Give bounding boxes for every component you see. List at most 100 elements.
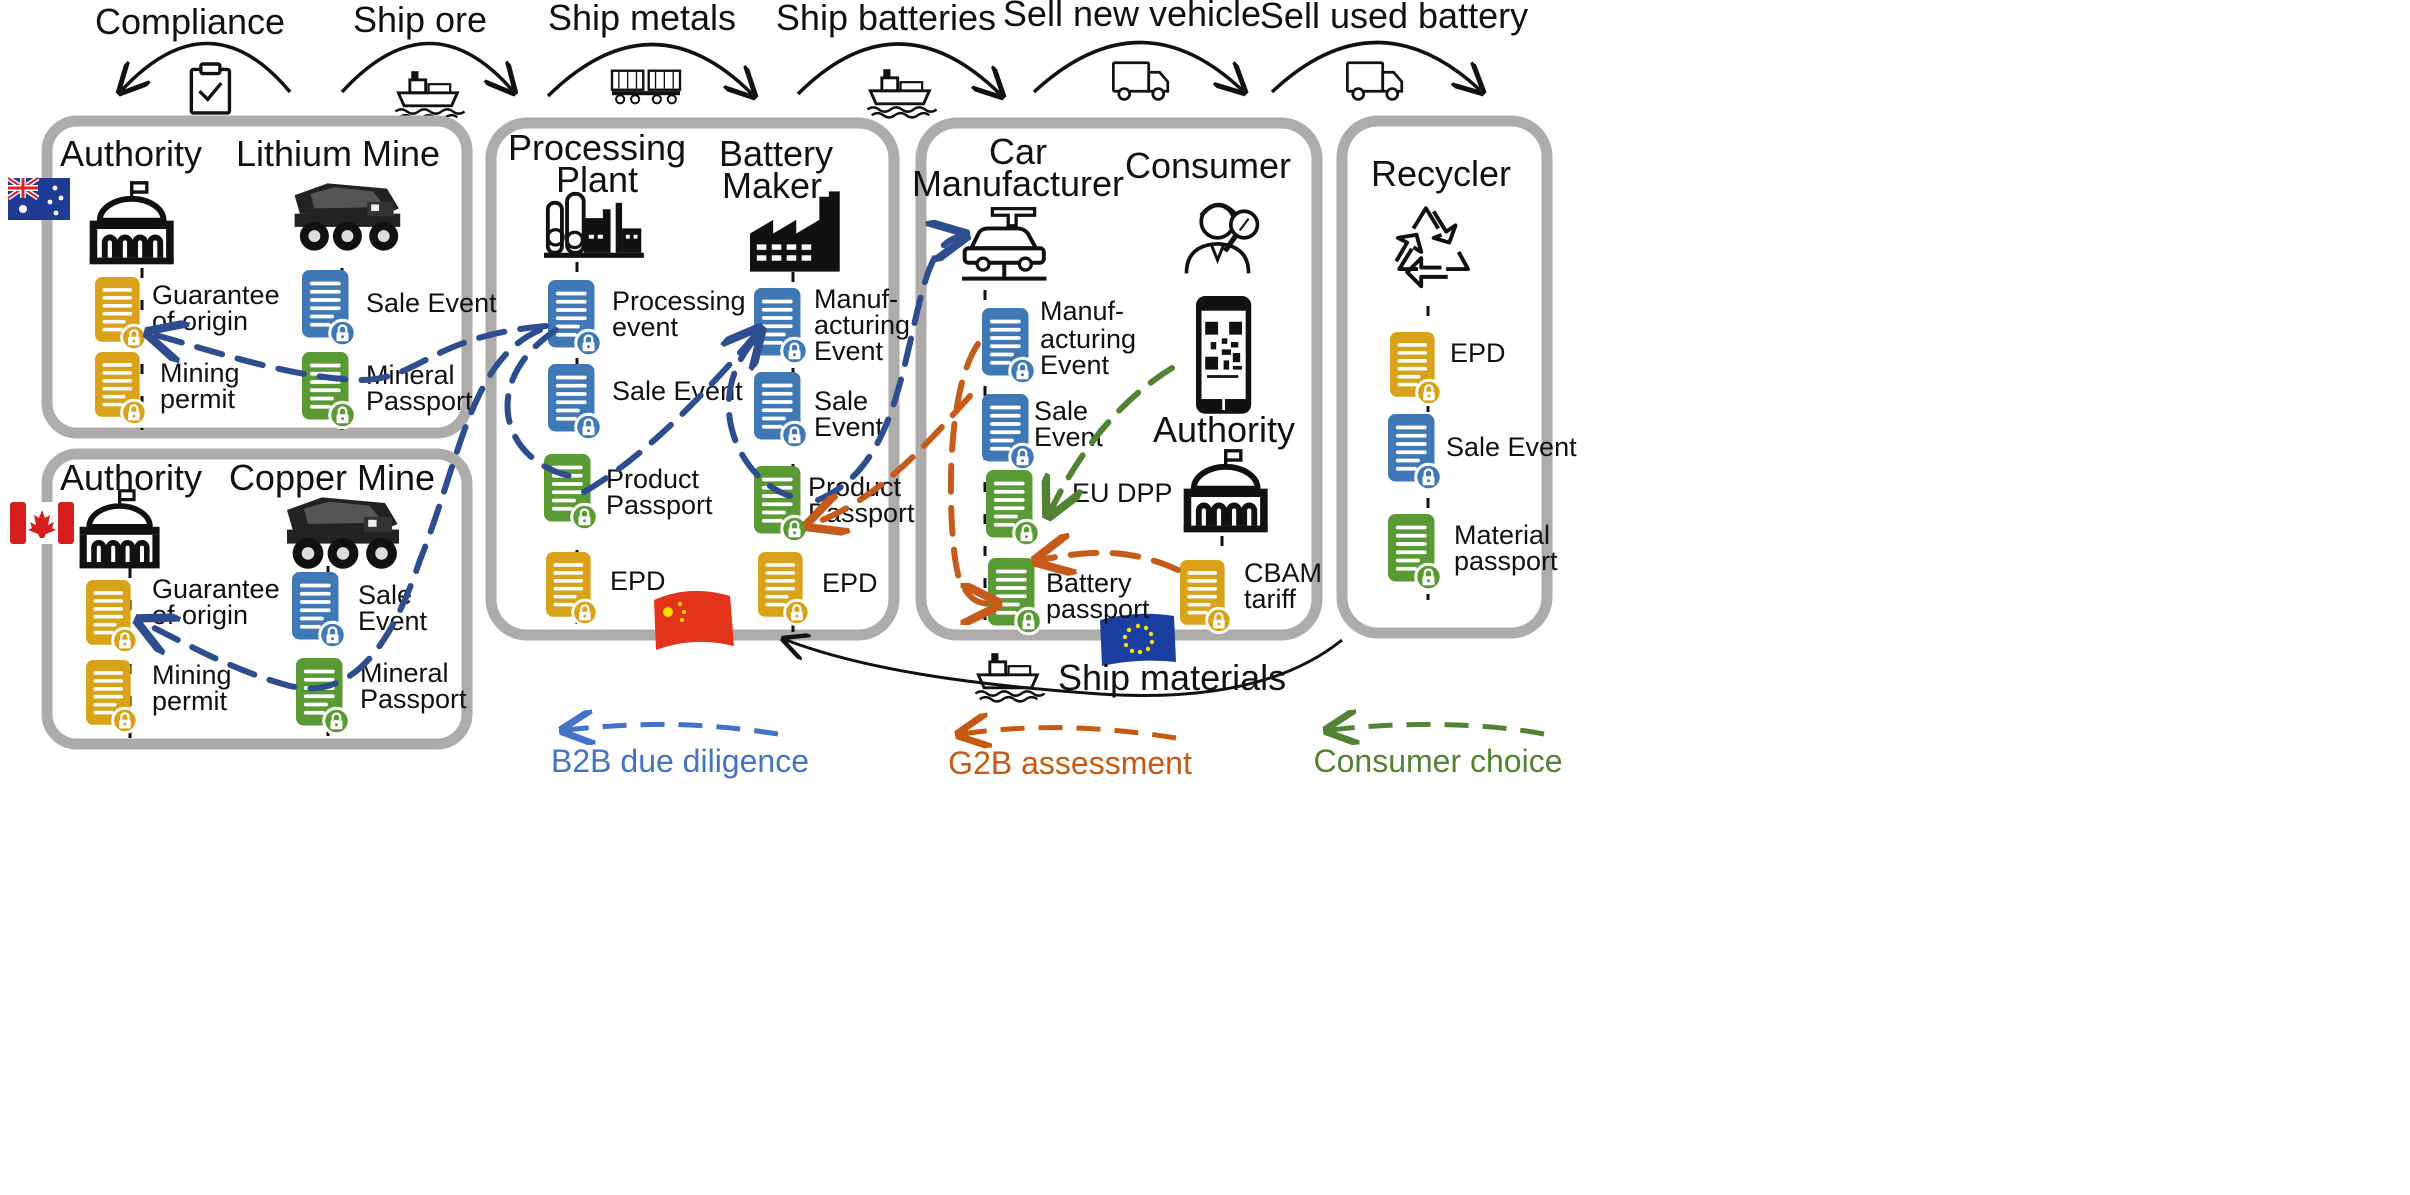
box-canada [41,448,473,750]
node-car-manufacturer-l1: Car [989,131,1047,172]
locked-document-icon [980,306,1038,386]
locked-document-icon [1388,330,1443,407]
cargo-ship-icon [394,69,466,121]
locked-document-icon [752,464,810,544]
g2b-arrow [1040,553,1181,570]
box-australia [41,115,473,439]
doc-label: Event [814,412,884,442]
doc-label: Manuf- [1040,296,1124,326]
locked-document-icon [546,278,604,358]
doc-label: of origin [152,600,248,630]
recycle-icon [1394,206,1470,289]
node-car-manufacturer-l2: Manufacturer [912,163,1124,204]
g2b-arrow [812,393,973,524]
china-flag [654,590,734,650]
arc-ship-ore [340,41,512,92]
arc-sell-used-battery [1270,40,1480,92]
doc-label: EU DPP [1072,478,1173,508]
cargo-ship-icon [866,67,938,119]
arc-ship-metals [546,42,752,96]
node-processing-plant-l1: Processing [508,127,686,168]
locked-document-icon [984,468,1042,548]
node-copper-mine: Copper Mine [229,457,435,498]
locked-document-icon [980,392,1038,472]
doc-label: Mineral [360,658,449,688]
step-sell-new-vehicle: Sell new vehicle [1003,0,1261,34]
doc-label: acturing [814,310,910,340]
doc-label: EPD [1450,338,1506,368]
doc-label: permit [160,384,236,414]
locked-document-icon [1386,412,1444,492]
mining-truck-icon [294,183,401,251]
ship-materials-label: Ship materials [1058,657,1286,698]
doc-label: Processing [612,286,746,316]
locked-document-icon [84,578,139,655]
step-compliance: Compliance [95,1,285,42]
top-arcs [122,40,1480,96]
locked-document-icon [290,570,348,650]
node-processing-plant-l2: Plant [556,159,638,200]
legend-g2b-label: G2B assessment [948,745,1192,781]
legend-g2b-arrow [962,728,1177,738]
processing-plant-icon [542,191,646,260]
qr-phone-icon [1194,294,1253,416]
arc-ship-batteries [796,42,1000,94]
delivery-truck-icon [1345,61,1404,101]
b2b-arrow [815,236,962,503]
doc-label: Passport [808,498,915,528]
doc-label: Event [1040,350,1110,380]
step-ship-batteries: Ship batteries [776,0,996,38]
box-recycler [1336,115,1553,639]
doc-label: Event [358,606,428,636]
locked-document-icon [300,350,358,430]
doc-label: Sale Event [612,376,743,406]
doc-label: passport [1454,546,1558,576]
locked-document-icon [1386,512,1444,592]
car-assembly-icon [960,206,1049,281]
step-labels: Compliance Ship ore Ship metals Ship bat… [95,0,1528,42]
doc-label: Passport [606,490,713,520]
b2b-arrow [581,332,758,495]
locked-document-icon [756,550,811,627]
node-lithium-mine: Lithium Mine [236,133,440,174]
step-sell-used-battery: Sell used battery [1260,0,1528,36]
locked-document-icon [986,556,1044,636]
locked-document-icon [752,370,810,450]
canada-flag [10,502,74,544]
node-consumer: Consumer [1125,145,1291,186]
b2b-arrow [504,327,573,479]
doc-label: Material [1454,520,1550,550]
locked-document-icon [84,658,139,735]
eu-flag [1100,613,1176,666]
doc-label: CBAM [1244,558,1322,588]
b2b-arrow [142,327,543,692]
doc-label: Passport [360,684,467,714]
locked-document-icon [546,362,604,442]
arc-sell-new-vehicle [1032,40,1242,92]
mining-truck-icon [287,497,399,569]
legend-b2b-arrow [566,724,779,734]
ship-materials-arrow [786,640,1343,698]
legend-consumer-label: Consumer choice [1314,743,1563,779]
locked-document-icon [294,656,352,736]
clipboard-check-icon [189,62,232,115]
locked-document-icon [300,268,358,348]
node-battery-maker-l2: Maker [722,165,822,206]
b2b-arrow [152,326,549,384]
doc-label: permit [152,686,228,716]
doc-label: event [612,312,679,342]
node-authority-eu: Authority [1153,409,1295,450]
doc-label: Sale Event [366,288,497,318]
doc-label: Sale [1034,396,1088,426]
doc-label: Manuf- [814,284,898,314]
cargo-ship-icon [974,651,1046,703]
legend: B2B due diligence G2B assessment Consume… [551,724,1563,781]
node-battery-maker-l1: Battery [719,133,833,174]
doc-label: acturing [1040,324,1136,354]
doc-label: Passport [366,386,473,416]
doc-label: Mining [152,660,232,690]
doc-label: Guarantee [152,280,280,310]
g2b-arrow [947,341,994,604]
freight-train-icon [610,69,682,105]
